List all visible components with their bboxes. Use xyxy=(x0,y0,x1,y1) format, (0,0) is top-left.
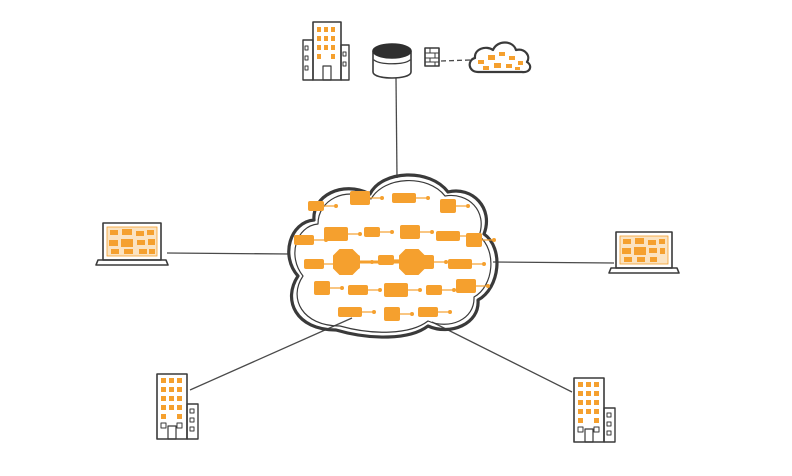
network-endpoint-shape xyxy=(380,196,384,200)
cloud-icon xyxy=(468,41,532,74)
network-endpoint-shape xyxy=(492,238,496,242)
central-network-cloud-icon xyxy=(287,173,499,339)
firewall-icon xyxy=(424,47,440,67)
network-node-shape xyxy=(338,307,362,317)
network-hub-shape xyxy=(333,249,359,275)
network-endpoint-shape xyxy=(482,262,486,266)
network-endpoint-shape xyxy=(390,230,394,234)
network-node-shape xyxy=(426,285,442,295)
laptop-icon xyxy=(95,222,169,266)
network-node-shape xyxy=(384,307,400,321)
edge-laptop-left-to-network xyxy=(166,252,291,255)
network-node-shape xyxy=(348,285,368,295)
network-endpoint-shape xyxy=(430,230,434,234)
network-hub-shape xyxy=(399,249,425,275)
network-node-shape xyxy=(466,233,482,247)
laptop-icon xyxy=(608,231,680,274)
network-node-shape xyxy=(400,225,420,239)
office-building-icon xyxy=(573,377,616,443)
edge-laptop-right-to-network xyxy=(492,261,615,264)
network-node-shape xyxy=(456,279,476,293)
network-node-shape xyxy=(294,235,314,245)
connections xyxy=(166,59,615,393)
network-endpoint-shape xyxy=(452,288,456,292)
network-endpoint-shape xyxy=(418,288,422,292)
office-building-icon xyxy=(302,21,350,81)
network-node-shape xyxy=(392,193,416,203)
network-node-shape xyxy=(384,283,408,297)
network-endpoint-shape xyxy=(466,204,470,208)
network-topology-pattern xyxy=(294,191,496,321)
edge-building-right-to-network xyxy=(431,321,573,393)
edge-database-to-network xyxy=(395,77,398,179)
network-endpoint-shape xyxy=(486,284,490,288)
network-endpoint-shape xyxy=(378,288,382,292)
network-node-shape xyxy=(364,227,380,237)
network-node-shape xyxy=(308,201,324,211)
network-endpoint-shape xyxy=(426,196,430,200)
network-node-shape xyxy=(418,307,438,317)
network-endpoint-shape xyxy=(334,204,338,208)
network-node-shape xyxy=(324,227,348,241)
network-node-shape xyxy=(304,259,324,269)
network-node-shape xyxy=(436,231,460,241)
office-building-icon xyxy=(156,373,199,440)
network-endpoint-shape xyxy=(410,312,414,316)
database-icon xyxy=(372,43,412,79)
edge-firewall-to-cloud xyxy=(440,59,471,62)
network-endpoint-shape xyxy=(444,260,448,264)
network-node-shape xyxy=(350,191,370,205)
network-node-shape xyxy=(448,259,472,269)
network-endpoint-shape xyxy=(340,286,344,290)
network-node-shape xyxy=(440,199,456,213)
network-endpoint-shape xyxy=(358,232,362,236)
network-endpoint-shape xyxy=(448,310,452,314)
network-endpoint-shape xyxy=(372,310,376,314)
network-node-shape xyxy=(314,281,330,295)
